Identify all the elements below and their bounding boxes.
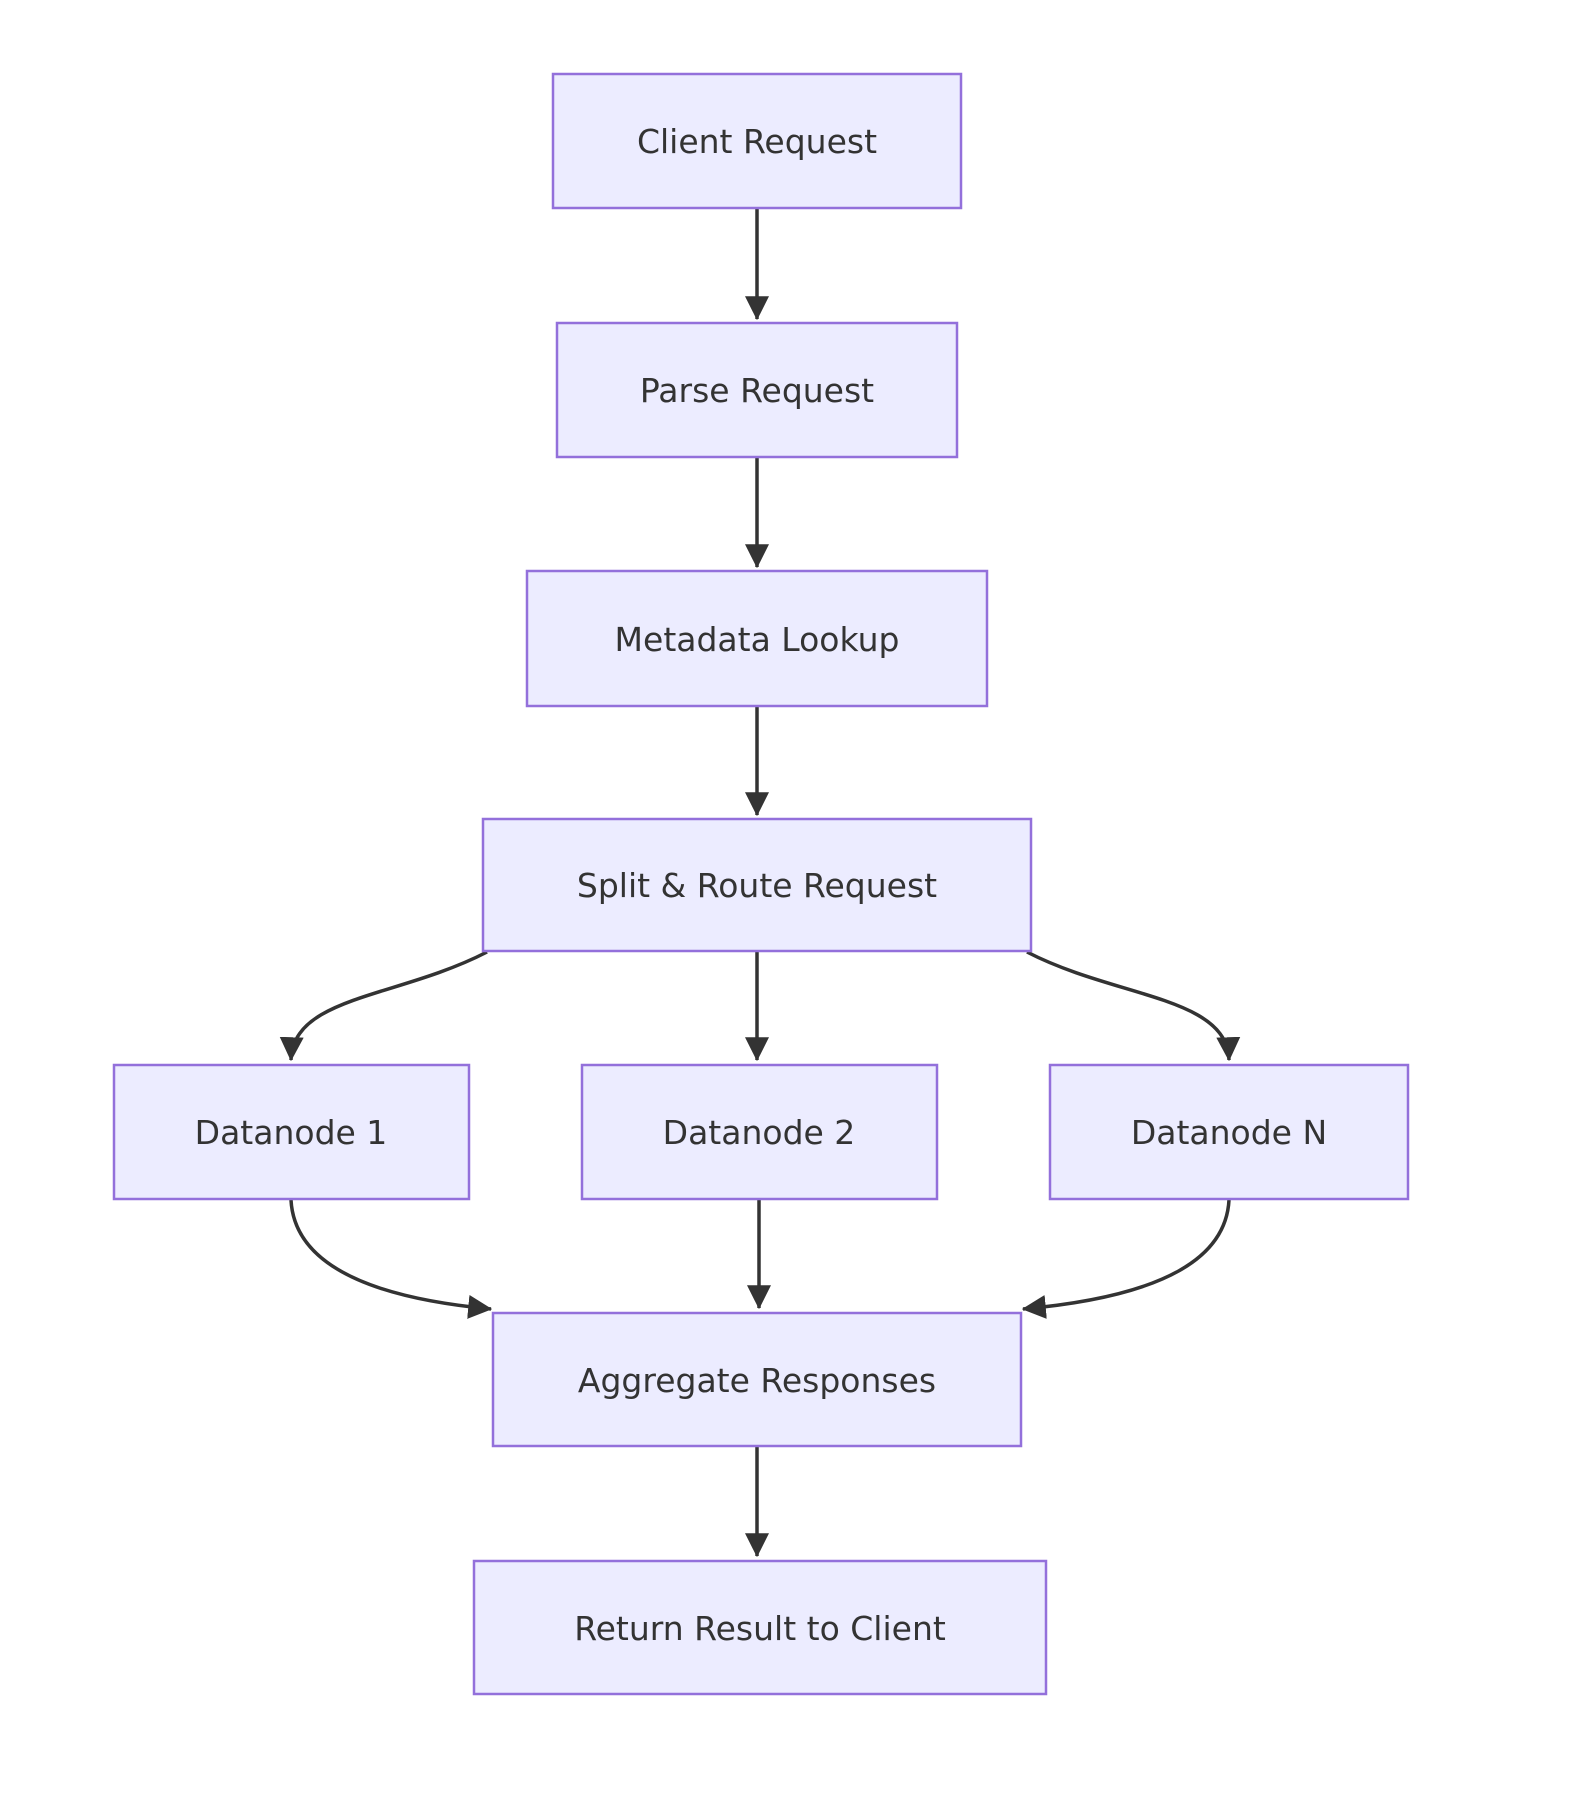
node-client-request-label: Client Request (637, 122, 877, 161)
nodes-layer: Client Request Parse Request Metadata Lo… (112, 72, 1410, 1696)
node-return-result-to-client: Return Result to Client (472, 1559, 1048, 1696)
node-aggregate-responses: Aggregate Responses (491, 1311, 1023, 1448)
node-split-route-request: Split & Route Request (481, 817, 1033, 953)
node-split-route-request-label: Split & Route Request (577, 866, 937, 905)
node-split-route-request-box (481, 817, 1033, 953)
node-return-result-to-client-label: Return Result to Client (574, 1609, 946, 1648)
node-client-request: Client Request (551, 72, 963, 210)
node-metadata-lookup: Metadata Lookup (525, 569, 989, 708)
node-datanode-1-label: Datanode 1 (195, 1113, 388, 1152)
edge-datanode-1-to-aggregate-responses (289, 1199, 493, 1319)
node-metadata-lookup-box (525, 569, 989, 708)
edge-datanode-n-to-aggregate-responses (1021, 1199, 1231, 1319)
node-datanode-2-box (580, 1063, 939, 1201)
edge-split-route-to-datanode-n (1026, 950, 1241, 1062)
node-datanode-2-label: Datanode 2 (663, 1113, 856, 1152)
node-metadata-lookup-label: Metadata Lookup (615, 620, 900, 659)
node-aggregate-responses-box (491, 1311, 1023, 1448)
node-aggregate-responses-label: Aggregate Responses (578, 1361, 936, 1400)
node-datanode-n: Datanode N (1048, 1063, 1410, 1201)
node-datanode-n-box (1048, 1063, 1410, 1201)
edge-split-route-to-datanode-1 (279, 950, 488, 1062)
node-parse-request-label: Parse Request (640, 371, 874, 410)
node-return-result-to-client-box (472, 1559, 1048, 1696)
edges-layer (279, 209, 1241, 1558)
node-datanode-1: Datanode 1 (112, 1063, 471, 1201)
node-client-request-box (551, 72, 963, 210)
node-datanode-1-box (112, 1063, 471, 1201)
node-parse-request: Parse Request (555, 321, 959, 459)
node-datanode-2: Datanode 2 (580, 1063, 939, 1201)
node-parse-request-box (555, 321, 959, 459)
node-datanode-n-label: Datanode N (1131, 1113, 1327, 1152)
